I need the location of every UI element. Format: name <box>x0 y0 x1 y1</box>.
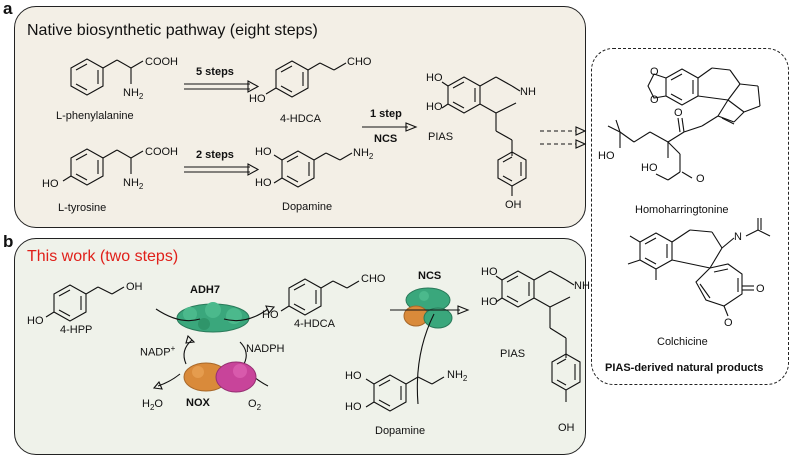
adh7-reaction-arrow <box>155 305 276 322</box>
ncs-reaction-arrow <box>390 305 470 405</box>
pias-ho1-b: HO <box>481 266 498 278</box>
h2o-label: H2O <box>142 398 163 413</box>
hdca-ho-b: HO <box>262 309 279 321</box>
phe-label: L-phenylalanine <box>56 110 134 122</box>
hdca-cho-b: CHO <box>361 273 386 285</box>
ncs-label-a: NCS <box>374 133 398 145</box>
pias-structure-a <box>441 76 527 196</box>
pias-nh-b: NH <box>574 280 590 292</box>
phe-cooh: COOH <box>145 56 178 68</box>
colchicine-structure: O O N <box>627 218 771 329</box>
dopa-ho1-a: HO <box>255 146 272 158</box>
cofactor-cycle-arrows <box>152 334 269 390</box>
pias-ho2-b: HO <box>481 296 498 308</box>
phenylalanine-structure <box>70 58 144 96</box>
pias-nh-a: NH <box>520 86 536 98</box>
dopa-nh2-b: NH2 <box>447 369 468 384</box>
svg-text:O: O <box>756 283 765 295</box>
tyrosine-structure <box>62 148 144 186</box>
homoharringtonine-label: Homoharringtonine <box>635 204 729 216</box>
pias-label-b: PIAS <box>500 348 526 360</box>
nadph-label: NADPH <box>246 343 285 355</box>
nadp-label: NADP+ <box>140 344 176 359</box>
pias-ho1-a: HO <box>426 72 443 84</box>
hdca-label-a: 4-HDCA <box>280 113 321 125</box>
dopa-ho1-b: HO <box>345 370 362 382</box>
products-caption: PIAS-derived natural products <box>605 362 764 374</box>
hdca-cho-a: CHO <box>347 56 372 68</box>
phe-nh2: NH2 <box>123 87 144 102</box>
tyr-nh2: NH2 <box>123 177 144 192</box>
panel-b-title: This work (two steps) <box>27 248 179 265</box>
nox-label: NOX <box>186 397 210 409</box>
hdca-structure-a <box>265 60 347 98</box>
tyr-ho: HO <box>42 178 59 190</box>
pias-oh-a: OH <box>505 199 522 211</box>
svg-text:O: O <box>650 94 659 106</box>
pias-ho2-a: HO <box>426 101 443 113</box>
two-steps-label: 2 steps <box>196 149 234 161</box>
dopamine-structure-b <box>365 374 445 412</box>
tyr-cooh: COOH <box>145 146 178 158</box>
two-steps-arrow <box>184 163 260 176</box>
dopamine-structure-a <box>273 150 353 188</box>
nox-protein-icon <box>183 361 257 393</box>
panel-a-native-pathway <box>14 6 586 228</box>
five-steps-label: 5 steps <box>196 66 234 78</box>
hdca-label-b: 4-HDCA <box>294 318 335 330</box>
hht-ho-left: HO <box>598 150 615 162</box>
o2-label: O2 <box>248 398 262 413</box>
panel-products <box>591 48 789 385</box>
pias-oh-b: OH <box>558 422 575 434</box>
one-step-label: 1 step <box>370 108 402 120</box>
hpp-structure <box>45 284 125 322</box>
hpp-label: 4-HPP <box>60 324 93 336</box>
dopamine-label-a: Dopamine <box>282 201 333 213</box>
dopamine-label-b: Dopamine <box>375 425 426 437</box>
dashed-arrows-to-products <box>540 126 587 149</box>
pias-structure-b <box>495 270 581 402</box>
adh7-protein-icon <box>176 302 250 333</box>
homoharringtonine-structure: O O O O <box>607 66 761 185</box>
hdca-ho-a: HO <box>249 93 266 105</box>
panel-a-label: a <box>3 0 13 18</box>
panel-a-title: Native biosynthetic pathway (eight steps… <box>27 22 318 39</box>
colchicine-label: Colchicine <box>657 336 708 348</box>
svg-text:N: N <box>734 231 742 243</box>
one-step-arrow <box>362 122 418 132</box>
svg-text:O: O <box>696 173 705 185</box>
hht-ho-mid: HO <box>641 162 658 174</box>
ncs-label-b: NCS <box>418 270 442 282</box>
hpp-oh: OH <box>126 281 143 293</box>
dopa-ho2-b: HO <box>345 401 362 413</box>
adh7-label: ADH7 <box>190 284 220 296</box>
pias-label-a: PIAS <box>428 131 454 143</box>
dopa-ho2-a: HO <box>255 177 272 189</box>
dopa-nh2-a: NH2 <box>353 147 374 162</box>
svg-text:O: O <box>650 66 659 78</box>
five-steps-arrow <box>184 80 260 93</box>
hdca-structure-b <box>280 278 360 316</box>
panel-b-this-work <box>14 238 586 455</box>
hpp-ho: HO <box>27 315 44 327</box>
svg-text:O: O <box>724 317 733 329</box>
ncs-protein-icon <box>403 287 453 329</box>
tyr-label: L-tyrosine <box>58 202 107 214</box>
panel-b-label: b <box>3 232 14 251</box>
svg-text:O: O <box>674 107 683 119</box>
